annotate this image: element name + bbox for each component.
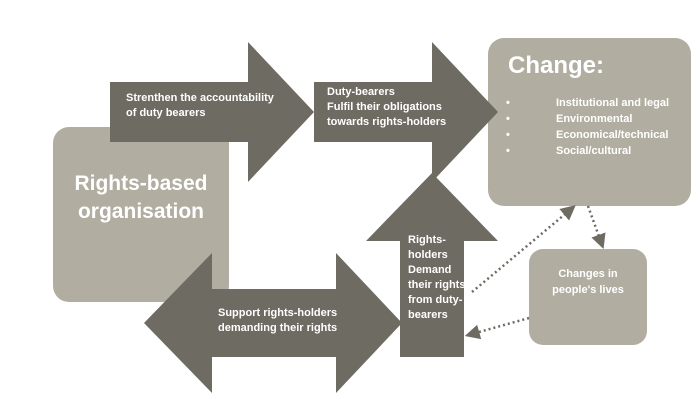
support-label: Support rights-holders demanding their r… — [218, 306, 368, 336]
change-item-label: Institutional and legal — [556, 97, 670, 109]
support-arrow — [144, 253, 402, 393]
bullet-icon: • — [506, 97, 510, 109]
rights-holders-arrow — [366, 173, 498, 357]
bullet-icon: • — [506, 113, 510, 125]
dotted-arrow-change-to-lives — [586, 205, 606, 250]
change-item-label: Economical/technical — [556, 129, 669, 141]
dotted-arrow-holders-to-change — [471, 205, 576, 293]
peoples-lives-line2: people's lives — [552, 284, 624, 296]
change-list: •Institutional and legal •Environmental … — [506, 95, 686, 159]
bullet-icon: • — [506, 145, 510, 157]
dotted-arrow-lives-to-holders — [464, 316, 530, 340]
change-item: • Economical/technical — [506, 127, 686, 143]
accountability-arrow — [110, 42, 314, 182]
peoples-lives-line1: Changes in — [558, 268, 618, 280]
change-item-label: Social/cultural — [556, 145, 632, 157]
accountability-label: Strenthen the accountability of duty bea… — [126, 91, 296, 121]
change-item: • Environmental — [506, 111, 686, 127]
rights-holders-line4: their rights — [408, 279, 466, 291]
change-item: • Social/cultural — [506, 143, 686, 159]
duty-bearers-label: Duty-bearers Fulfil their obligations to… — [327, 85, 467, 130]
bullet-icon: • — [506, 129, 510, 141]
change-title: Change: — [508, 52, 604, 79]
peoples-lives-box — [529, 249, 647, 345]
support-line2: demanding their rights — [218, 322, 338, 334]
rights-based-org-label: Rights-based organisation — [53, 170, 229, 226]
duty-bearers-line3: towards rights-holders — [327, 116, 447, 128]
rights-holders-line2: holders — [408, 249, 448, 261]
duty-bearers-line2: Fulfil their obligations — [327, 101, 442, 113]
change-item: • Institutional and legal — [506, 95, 686, 111]
rights-holders-line5: from duty- — [408, 294, 463, 306]
rights-holders-line1: Rights- — [408, 234, 446, 246]
support-line1: Support rights-holders — [218, 307, 338, 319]
rights-holders-line6: bearers — [408, 309, 448, 321]
accountability-line1: Strenthen the accountability — [126, 92, 274, 104]
rights-based-org-box — [53, 127, 229, 302]
duty-bearers-line1: Duty-bearers — [327, 86, 395, 98]
change-box — [488, 38, 691, 206]
rights-holders-label: Rights- holders Demand their rights from… — [408, 233, 468, 323]
rights-based-org-line1: Rights-based — [74, 172, 208, 195]
duty-bearers-arrow — [314, 42, 498, 182]
accountability-line2: of duty bearers — [126, 107, 206, 119]
rights-based-org-line2: organisation — [77, 200, 204, 223]
peoples-lives-label: Changes in people's lives — [529, 266, 647, 298]
rights-holders-line3: Demand — [408, 264, 452, 276]
change-item-label: Environmental — [556, 113, 633, 125]
